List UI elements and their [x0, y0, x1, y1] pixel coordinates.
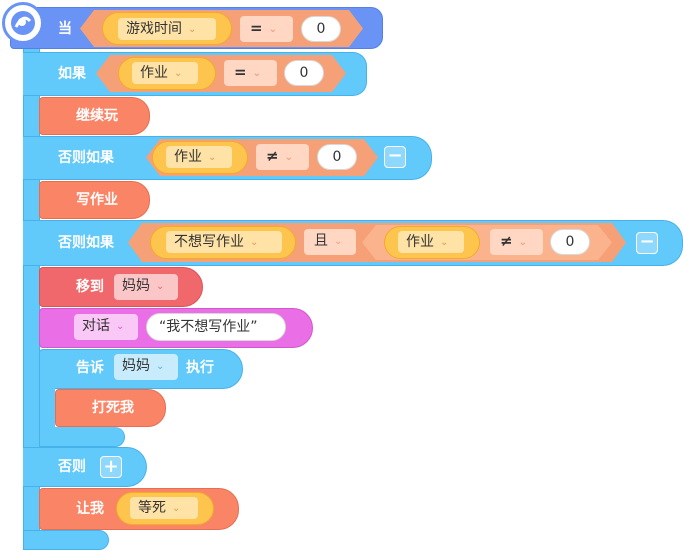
elseif2-inner-number-input[interactable]: 0 [550, 229, 590, 255]
chevron-down-icon: ⌄ [188, 24, 197, 35]
chevron-down-icon: ⌄ [174, 68, 183, 79]
elseif1-op-dropdown[interactable]: ≠⌄ [256, 144, 309, 170]
elseif2-remove-button[interactable]: − [636, 232, 658, 254]
tell-label: 告诉 [76, 360, 104, 376]
elseif2-var-text: 不想写作业 [174, 234, 244, 250]
tell-action-label: 执行 [186, 360, 214, 376]
chevron-down-icon: ⌄ [156, 361, 165, 372]
let-me-var-dropdown[interactable]: 等死 ⌄ [130, 497, 198, 519]
chevron-down-icon: ⌄ [518, 237, 527, 248]
let-me-var-text: 等死 [138, 500, 166, 516]
tell-target-text: 妈妈 [122, 358, 150, 374]
if-var-text: 作业 [140, 65, 168, 81]
if-op-text: = [234, 63, 247, 81]
elseif2-inner-var-dropdown[interactable]: 作业 ⌄ [398, 231, 464, 253]
do-homework-block[interactable] [39, 181, 150, 219]
event-label: 当 [58, 21, 72, 37]
move-to-target-text: 妈妈 [122, 278, 150, 294]
move-to-target-dropdown[interactable]: 妈妈 ⌄ [114, 274, 178, 300]
elseif2-inner-op-text: ≠ [500, 232, 513, 250]
elseif2-label: 否则如果 [58, 235, 114, 251]
event-var-dropdown[interactable]: 游戏时间 ⌄ [118, 18, 216, 40]
elseif1-var-dropdown[interactable]: 作业 ⌄ [166, 146, 232, 168]
elseif2-var-dropdown[interactable]: 不想写作业 ⌄ [166, 231, 282, 253]
chevron-down-icon: ⌄ [440, 237, 449, 248]
else-row[interactable] [23, 447, 147, 487]
chevron-down-icon: ⌄ [172, 503, 181, 514]
elseif2-inner-op-dropdown[interactable]: ≠⌄ [490, 229, 543, 255]
chevron-down-icon: ⌄ [116, 321, 125, 332]
continue-play-label: 继续玩 [76, 108, 118, 124]
chevron-down-icon: ⌄ [208, 152, 217, 163]
move-to-label: 移到 [76, 279, 104, 295]
if-block-bottom [23, 530, 109, 550]
elseif1-remove-button[interactable]: − [384, 146, 406, 168]
elseif1-label: 否则如果 [58, 150, 114, 166]
chevron-down-icon: ⌄ [334, 236, 343, 247]
tell-block-spine [40, 386, 55, 436]
elseif2-inner-var-text: 作业 [406, 234, 434, 250]
chevron-down-icon: ⌄ [284, 152, 293, 163]
let-me-label: 让我 [76, 501, 104, 517]
elseif1-op-text: ≠ [266, 147, 279, 165]
chevron-down-icon: ⌄ [156, 281, 165, 292]
chevron-down-icon: ⌄ [252, 68, 261, 79]
event-number-input[interactable]: 0 [301, 16, 341, 42]
if-op-dropdown[interactable]: =⌄ [224, 60, 277, 86]
chevron-down-icon: ⌄ [250, 237, 259, 248]
else-add-button[interactable]: + [100, 456, 122, 478]
if-var-dropdown[interactable]: 作业 ⌄ [132, 62, 198, 84]
continue-play-block[interactable] [39, 97, 150, 135]
elseif2-and-dropdown[interactable]: 且⌄ [304, 229, 356, 255]
dialog-kind-dropdown[interactable]: 对话 ⌄ [74, 314, 138, 340]
chevron-down-icon: ⌄ [268, 24, 277, 35]
dialog-text-input[interactable]: “我不想写作业” [146, 313, 286, 341]
tell-block-bottom [39, 427, 125, 447]
elseif1-number-input[interactable]: 0 [317, 144, 357, 170]
else-label: 否则 [58, 459, 86, 475]
tell-target-dropdown[interactable]: 妈妈 ⌄ [114, 354, 178, 380]
dialog-kind-text: 对话 [82, 318, 110, 334]
elseif1-var-text: 作业 [174, 149, 202, 165]
elseif2-and-text: 且 [314, 233, 328, 249]
event-var-text: 游戏时间 [126, 21, 182, 37]
event-op-text: = [250, 19, 263, 37]
event-op-dropdown[interactable]: =⌄ [240, 16, 293, 42]
kill-me-block[interactable] [55, 389, 166, 427]
do-homework-label: 写作业 [76, 192, 118, 208]
event-icon [2, 2, 44, 44]
kill-me-label: 打死我 [92, 400, 134, 416]
if-label: 如果 [58, 66, 86, 82]
if-number-input[interactable]: 0 [284, 60, 324, 86]
